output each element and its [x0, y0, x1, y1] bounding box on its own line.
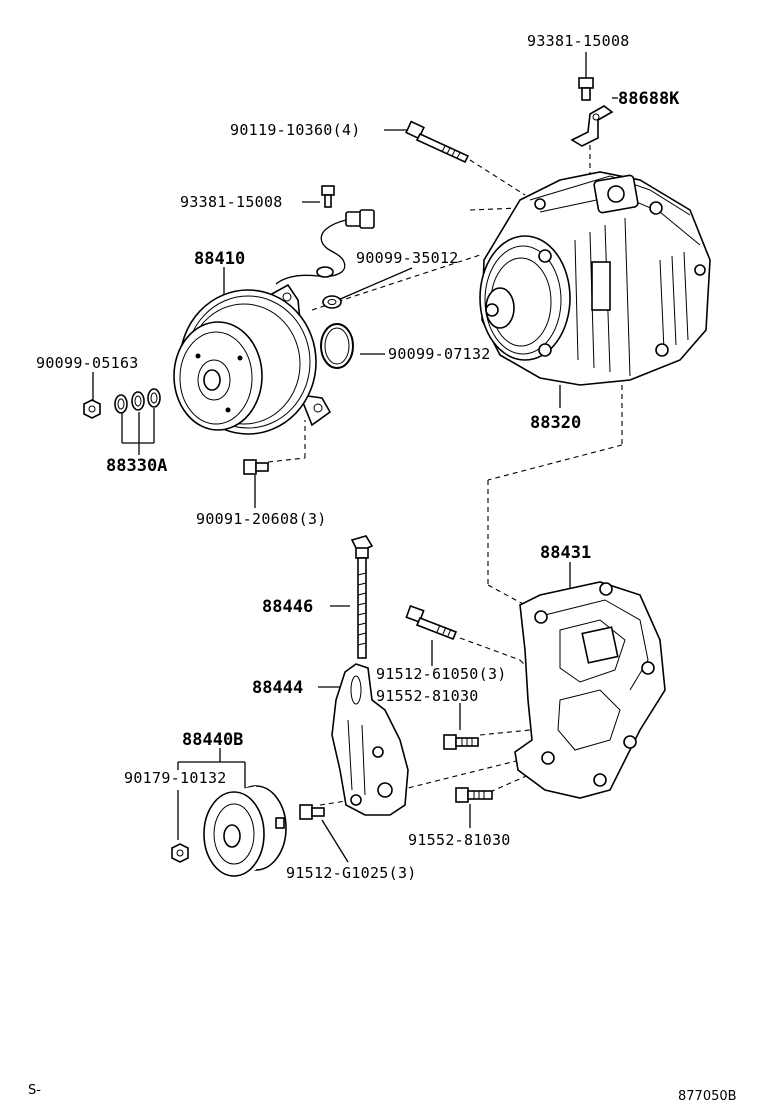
bolt-90091-icon: [243, 459, 269, 475]
label-91552-81030-b[interactable]: 91552-81030: [408, 831, 511, 849]
bolt-91552-b-icon: [455, 787, 493, 803]
label-88688k[interactable]: 88688K: [618, 89, 680, 109]
magnetic-clutch-88410-icon: [173, 283, 332, 435]
nut-90179-icon: [171, 843, 189, 863]
washer-90099-35012-icon: [322, 295, 342, 309]
part-labels: 93381-15008 88688K 90119-10360(4) 93381-…: [36, 32, 680, 882]
bolt-91512-61050-icon: [405, 604, 458, 641]
bolt-90119-icon: [405, 120, 470, 164]
stud-88446-icon: [350, 535, 374, 659]
label-90099-35012[interactable]: 90099-35012: [356, 249, 459, 267]
label-88446[interactable]: 88446: [262, 597, 313, 617]
label-90099-07132[interactable]: 90099-07132: [388, 345, 491, 363]
label-90119-10360[interactable]: 90119-10360(4): [230, 121, 361, 139]
label-93381-15008-mid[interactable]: 93381-15008: [180, 193, 283, 211]
label-91552-81030-a[interactable]: 91552-81030: [376, 687, 479, 705]
wire-harness-icon: [275, 209, 375, 285]
bolt-93381-top-icon: [578, 77, 594, 101]
bolt-91512-g1025-icon: [299, 804, 325, 820]
snap-ring-icon: [320, 323, 354, 369]
diagram-id: 877050B: [678, 1089, 737, 1104]
label-90099-05163[interactable]: 90099-05163: [36, 354, 139, 372]
label-91512-61050[interactable]: 91512-61050(3): [376, 665, 507, 683]
label-88431[interactable]: 88431: [540, 543, 591, 563]
compressor-88320-icon: [479, 171, 711, 386]
label-93381-15008-top[interactable]: 93381-15008: [527, 32, 630, 50]
nut-90099-05163-icon: [83, 399, 101, 419]
idler-pulley-88440b-icon: [203, 785, 287, 877]
bolt-91552-a-icon: [443, 734, 479, 750]
bracket-88431-icon: [514, 581, 666, 799]
shims-88330a-icon: [114, 388, 161, 414]
bracket-88444-icon: [331, 663, 409, 816]
footer-left-code: S-: [28, 1083, 41, 1098]
label-90179-10132[interactable]: 90179-10132: [124, 769, 227, 787]
label-90091-20608[interactable]: 90091-20608(3): [196, 510, 327, 528]
label-88444[interactable]: 88444: [252, 678, 303, 698]
label-88320[interactable]: 88320: [530, 413, 581, 433]
label-88410[interactable]: 88410: [194, 249, 245, 269]
label-88440b[interactable]: 88440B: [182, 730, 243, 750]
label-91512-g1025[interactable]: 91512-G1025(3): [286, 864, 417, 882]
label-88330a[interactable]: 88330A: [106, 456, 167, 476]
bolt-93381-mid-icon: [321, 185, 335, 208]
bracket-88688k-icon: [570, 105, 614, 147]
